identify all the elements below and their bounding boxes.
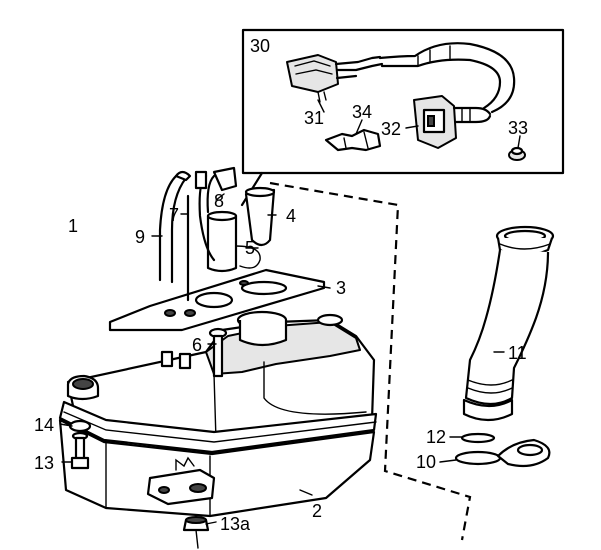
seal-12 xyxy=(460,432,496,444)
grommet-33 xyxy=(508,146,526,161)
callout-12: 12 xyxy=(426,427,446,447)
callout-3: 3 xyxy=(336,278,346,298)
callout-8: 8 xyxy=(214,191,224,211)
callout-1: 1 xyxy=(68,216,78,236)
callout-14: 14 xyxy=(34,415,54,435)
terminal-34 xyxy=(324,128,382,152)
filler-neck-11 xyxy=(462,225,555,422)
callout-34: 34 xyxy=(352,102,372,122)
callout-7: 7 xyxy=(169,205,179,225)
callout-5: 5 xyxy=(245,238,255,258)
mounting-studs xyxy=(160,350,192,370)
leader-lines xyxy=(59,99,521,525)
callout-30: 30 xyxy=(250,36,270,56)
nut-13a xyxy=(182,516,210,549)
bolt-13 xyxy=(68,419,92,470)
callout-10: 10 xyxy=(416,452,436,472)
callout-31: 31 xyxy=(304,108,324,128)
callout-13: 13 xyxy=(34,453,54,473)
wiring-loom xyxy=(378,42,516,114)
callout-9: 9 xyxy=(135,227,145,247)
callout-2: 2 xyxy=(312,501,322,521)
callout-4: 4 xyxy=(286,206,296,226)
callouts: 1 9 7 8 4 5 3 6 11 12 10 14 13 13a 2 30 … xyxy=(34,36,528,534)
cap-seal-10 xyxy=(454,438,551,468)
fuel-sender-assembly xyxy=(158,166,276,302)
callout-6: 6 xyxy=(192,335,202,355)
dashed-assembly-outline xyxy=(269,181,472,541)
inset-frame xyxy=(241,28,565,175)
callout-32: 32 xyxy=(381,119,401,139)
callout-11: 11 xyxy=(508,343,527,363)
harness-inset xyxy=(240,28,565,207)
callout-33: 33 xyxy=(508,118,528,138)
gasket-plate-3 xyxy=(108,268,326,332)
callout-13a: 13a xyxy=(220,514,251,534)
bolt-6 xyxy=(208,327,228,378)
